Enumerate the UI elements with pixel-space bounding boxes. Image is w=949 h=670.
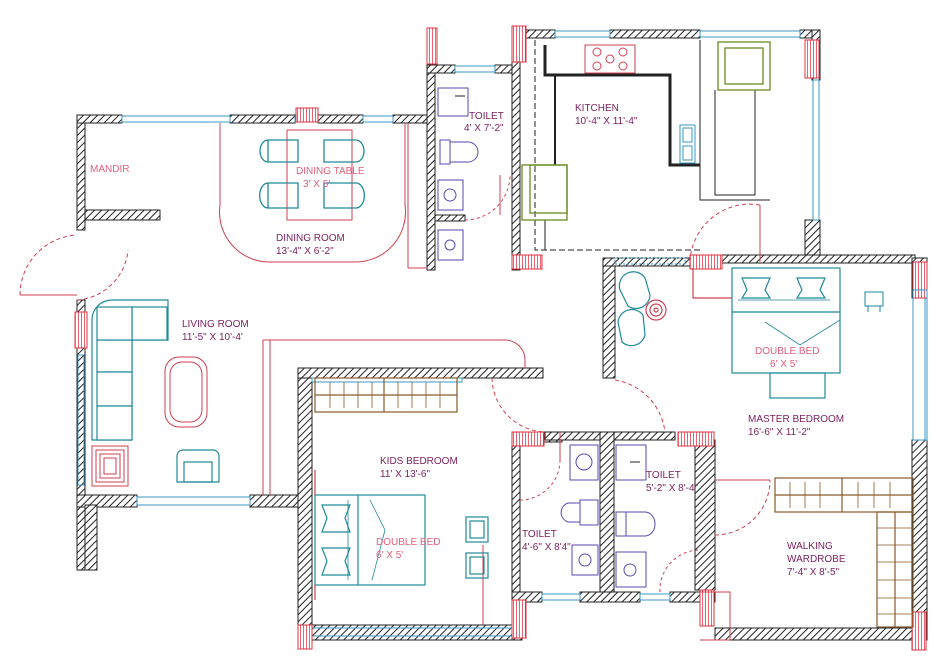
toilet-2-size: 4'-6" X 8'4" — [522, 542, 571, 553]
columns — [74, 25, 928, 651]
master-bed-label: DOUBLE BED — [755, 346, 819, 357]
kitchen-counter — [525, 40, 770, 251]
kids-bed-label: DOUBLE BED — [376, 537, 440, 548]
sofa — [91, 299, 169, 441]
refrigerator — [717, 41, 771, 91]
kitchen-sink — [679, 124, 696, 164]
dining-room-label: DINING ROOM — [276, 233, 345, 244]
stove — [584, 44, 636, 74]
master-bedroom-size: 16'-6" X 11'-2" — [748, 427, 811, 438]
kids-chairs — [465, 516, 489, 579]
armchair — [176, 449, 220, 483]
kids-bedroom-label: KIDS BEDROOM — [380, 456, 458, 467]
toilet-3-label: TOILET — [646, 470, 681, 481]
dining-table-size: 3' X 5' — [303, 179, 330, 190]
doors — [19, 123, 771, 641]
walk-in-wardrobe-shelving — [774, 477, 914, 628]
dining-table — [286, 129, 353, 221]
kitchen-label: KITCHEN — [575, 103, 619, 114]
master-bed — [692, 267, 841, 399]
toilet-1-fixtures — [437, 87, 479, 261]
living-room-size: 11'-5" X 10'-4' — [182, 332, 243, 343]
toilet-1-size: 4' X 7'-2" — [464, 123, 504, 134]
mandir-label: MANDIR — [90, 164, 129, 175]
toilet-3-size: 5'-2" X 8'-4" — [646, 483, 699, 494]
walking-wardrobe-size: 7'-4" X 8'-5" — [787, 567, 840, 578]
side-table — [864, 291, 884, 312]
coffee-table — [164, 356, 208, 428]
walking-wardrobe-label-2: WARDROBE — [787, 554, 846, 565]
toilet-2-fixtures — [560, 444, 599, 576]
toilet-3-fixtures — [615, 444, 656, 588]
kitchen-size: 10'-4" X 11'-4" — [575, 116, 638, 127]
walking-wardrobe-label-1: WALKING — [787, 541, 833, 552]
kids-bed — [314, 470, 426, 600]
master-bed-size: 6' X 5' — [770, 359, 797, 370]
dining-area — [219, 123, 406, 263]
dining-room-size: 13'-4" X 6'-2" — [276, 246, 334, 257]
kids-bedroom-size: 11' X 13'-6" — [380, 469, 430, 480]
kids-bed-size: 6' X 5' — [376, 550, 403, 561]
labels: MANDIR DINING TABLE 3' X 5' DINING ROOM … — [90, 103, 846, 578]
kids-wardrobe — [314, 377, 458, 413]
master-chairs — [617, 271, 667, 347]
kitchen-table — [521, 164, 568, 221]
rug — [91, 445, 129, 487]
master-bedroom-label: MASTER BEDROOM — [748, 414, 844, 425]
toilet-1-label: TOILET — [469, 111, 504, 122]
toilet-2-label: TOILET — [522, 529, 557, 540]
dining-table-label: DINING TABLE — [296, 166, 365, 177]
living-room-label: LIVING ROOM — [182, 319, 249, 330]
